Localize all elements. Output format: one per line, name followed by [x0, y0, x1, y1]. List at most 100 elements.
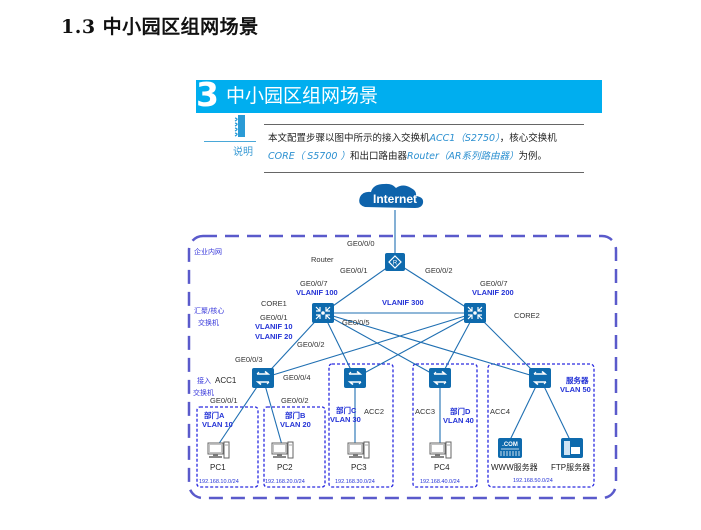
- internet-label: Internet: [373, 192, 417, 206]
- notebook-icon: [234, 115, 245, 137]
- ftp-server-icon: [561, 438, 583, 458]
- acc1-ge002-label: GE0/0/2: [281, 396, 309, 405]
- acc2-name-label: ACC2: [364, 407, 384, 416]
- core2-up-vlan-label: VLANIF 200: [472, 288, 514, 297]
- pc1-icon: [207, 441, 230, 459]
- acc1-ge001-label: GE0/0/1: [210, 396, 238, 405]
- router-ge001-label: GE0/0/1: [340, 266, 368, 275]
- link-acc4-www: [509, 377, 541, 441]
- note-divider: [204, 141, 256, 142]
- link-core1-acc2: [322, 312, 356, 379]
- dept-b-subnet: 192.168.20.0/24: [265, 479, 305, 485]
- com-label: .COM: [502, 442, 518, 448]
- acc1-ge003-label: GE0/0/3: [235, 355, 263, 364]
- servers-vlan: VLAN 50: [560, 385, 591, 394]
- dept-c-vlan: VLAN 30: [330, 415, 361, 424]
- chapter-title: 中小园区组网场景: [226, 85, 379, 107]
- link-core2-acc1: [262, 312, 476, 379]
- acc4-switch-icon: [528, 367, 552, 389]
- dept-d-subnet: 192.168.40.0/24: [420, 479, 460, 485]
- router-name-label: Router: [311, 255, 334, 264]
- note-text-part: 本文配置步骤以图中所示的接入交换机: [268, 133, 430, 144]
- servers-boundary: [487, 363, 595, 488]
- dept-a-name: 部门A: [204, 410, 225, 420]
- acc2-switch-icon: [343, 367, 367, 389]
- note-router-ref: Router（AR系列路由器）: [406, 151, 519, 162]
- links: [217, 210, 571, 446]
- acc1-switch-icon: [251, 367, 275, 389]
- dept-a-boundary: [196, 406, 259, 488]
- dept-d-name: 部门D: [450, 406, 471, 416]
- ftp-server-label: FTP服务器: [551, 462, 590, 472]
- enterprise-boundary: [187, 234, 618, 500]
- note-label: 说明: [233, 147, 253, 158]
- section-heading: 1.3 中小园区组网场景: [61, 16, 259, 38]
- link-acc4-ftp: [539, 377, 571, 441]
- zone-core-label-2: 交换机: [198, 318, 219, 327]
- link-core1-acc1: [262, 312, 324, 379]
- pc2-icon: [271, 441, 294, 459]
- dept-c-boundary: [328, 363, 394, 488]
- dept-b-boundary: [263, 406, 326, 488]
- link-core2-acc2: [354, 312, 476, 379]
- core1-up-vlan-label: VLANIF 100: [296, 288, 338, 297]
- router-ge000-label: GE0/0/0: [347, 239, 375, 248]
- svg-text:R: R: [393, 261, 398, 267]
- chapter-banner: 3 中小园区组网场景: [196, 75, 602, 114]
- note-text: 本文配置步骤以图中所示的接入交换机ACC1（S2750），核心交换机 CORE（…: [268, 130, 588, 166]
- core1-vlanif20-label: VLANIF 20: [255, 332, 293, 341]
- note-text-part: 为例。: [518, 151, 548, 162]
- link-router-core1: [322, 261, 396, 314]
- dept-b-vlan: VLAN 20: [280, 420, 311, 429]
- acc3-switch-icon: [428, 367, 452, 389]
- link-core2-acc4: [474, 312, 541, 379]
- link-acc1-pc1: [217, 377, 264, 446]
- dept-c-name: 部门C: [336, 405, 357, 415]
- acc3-name-label: ACC3: [415, 407, 435, 416]
- core1-name-label: CORE1: [261, 299, 287, 308]
- router-ge002-label: GE0/0/2: [425, 266, 453, 275]
- core1-switch-icon: [311, 302, 335, 324]
- note-top-rule: [264, 124, 584, 125]
- core1-vlanif10-label: VLANIF 10: [255, 322, 293, 331]
- link-router-core2: [394, 261, 476, 314]
- note-text-part: 和出口路由器: [349, 151, 407, 162]
- acc1-ge004-label: GE0/0/4: [283, 373, 311, 382]
- dept-a-vlan: VLAN 10: [202, 420, 233, 429]
- core2-name-label: CORE2: [514, 311, 540, 320]
- link-core1-acc4: [322, 312, 541, 379]
- zone-access-label-1: 接入: [197, 376, 211, 385]
- link-core2-acc3: [439, 312, 476, 379]
- dept-a-subnet: 192.168.10.0/24: [199, 479, 239, 485]
- pc1-label: PC1: [210, 463, 226, 472]
- dept-b-name: 部门B: [285, 410, 306, 420]
- acc4-name-label: ACC4: [490, 407, 510, 416]
- pc3-icon: [347, 441, 370, 459]
- chapter-number: 3: [196, 75, 219, 114]
- zone-enterprise-label: 企业内网: [194, 247, 222, 256]
- acc1-name-label: ACC1: [215, 376, 237, 385]
- pc4-label: PC4: [434, 463, 450, 472]
- core1-ge005-label: GE0/0/5: [342, 318, 370, 327]
- zone-core-label-1: 汇聚/核心: [194, 306, 224, 315]
- dept-d-boundary: [412, 363, 478, 488]
- dept-d-vlan: VLAN 40: [443, 416, 474, 425]
- link-acc1-pc2: [262, 377, 283, 446]
- note-core-ref: CORE（ S5700 ）: [268, 151, 350, 162]
- core1-ge001-label: GE0/0/1: [260, 313, 288, 322]
- pc3-label: PC3: [351, 463, 367, 472]
- pc4-icon: [429, 441, 452, 459]
- pc2-label: PC2: [277, 463, 293, 472]
- zone-access-label-2: 交换机: [193, 388, 214, 397]
- note-text-part: ，核心交换机: [499, 133, 557, 144]
- note-acc1-ref: ACC1（S2750）: [429, 133, 500, 144]
- internet-cloud-icon: [359, 183, 424, 208]
- servers-subnet: 192.168.50.0/24: [513, 478, 553, 484]
- core2-up-port-label: GE0/0/7: [480, 279, 508, 288]
- www-server-label: WWW服务器: [491, 462, 538, 472]
- core2-switch-icon: [463, 302, 487, 324]
- interlink-vlan-label: VLANIF 300: [382, 298, 424, 307]
- www-server-icon: .COM: [498, 438, 522, 458]
- link-core1-acc3: [322, 312, 441, 379]
